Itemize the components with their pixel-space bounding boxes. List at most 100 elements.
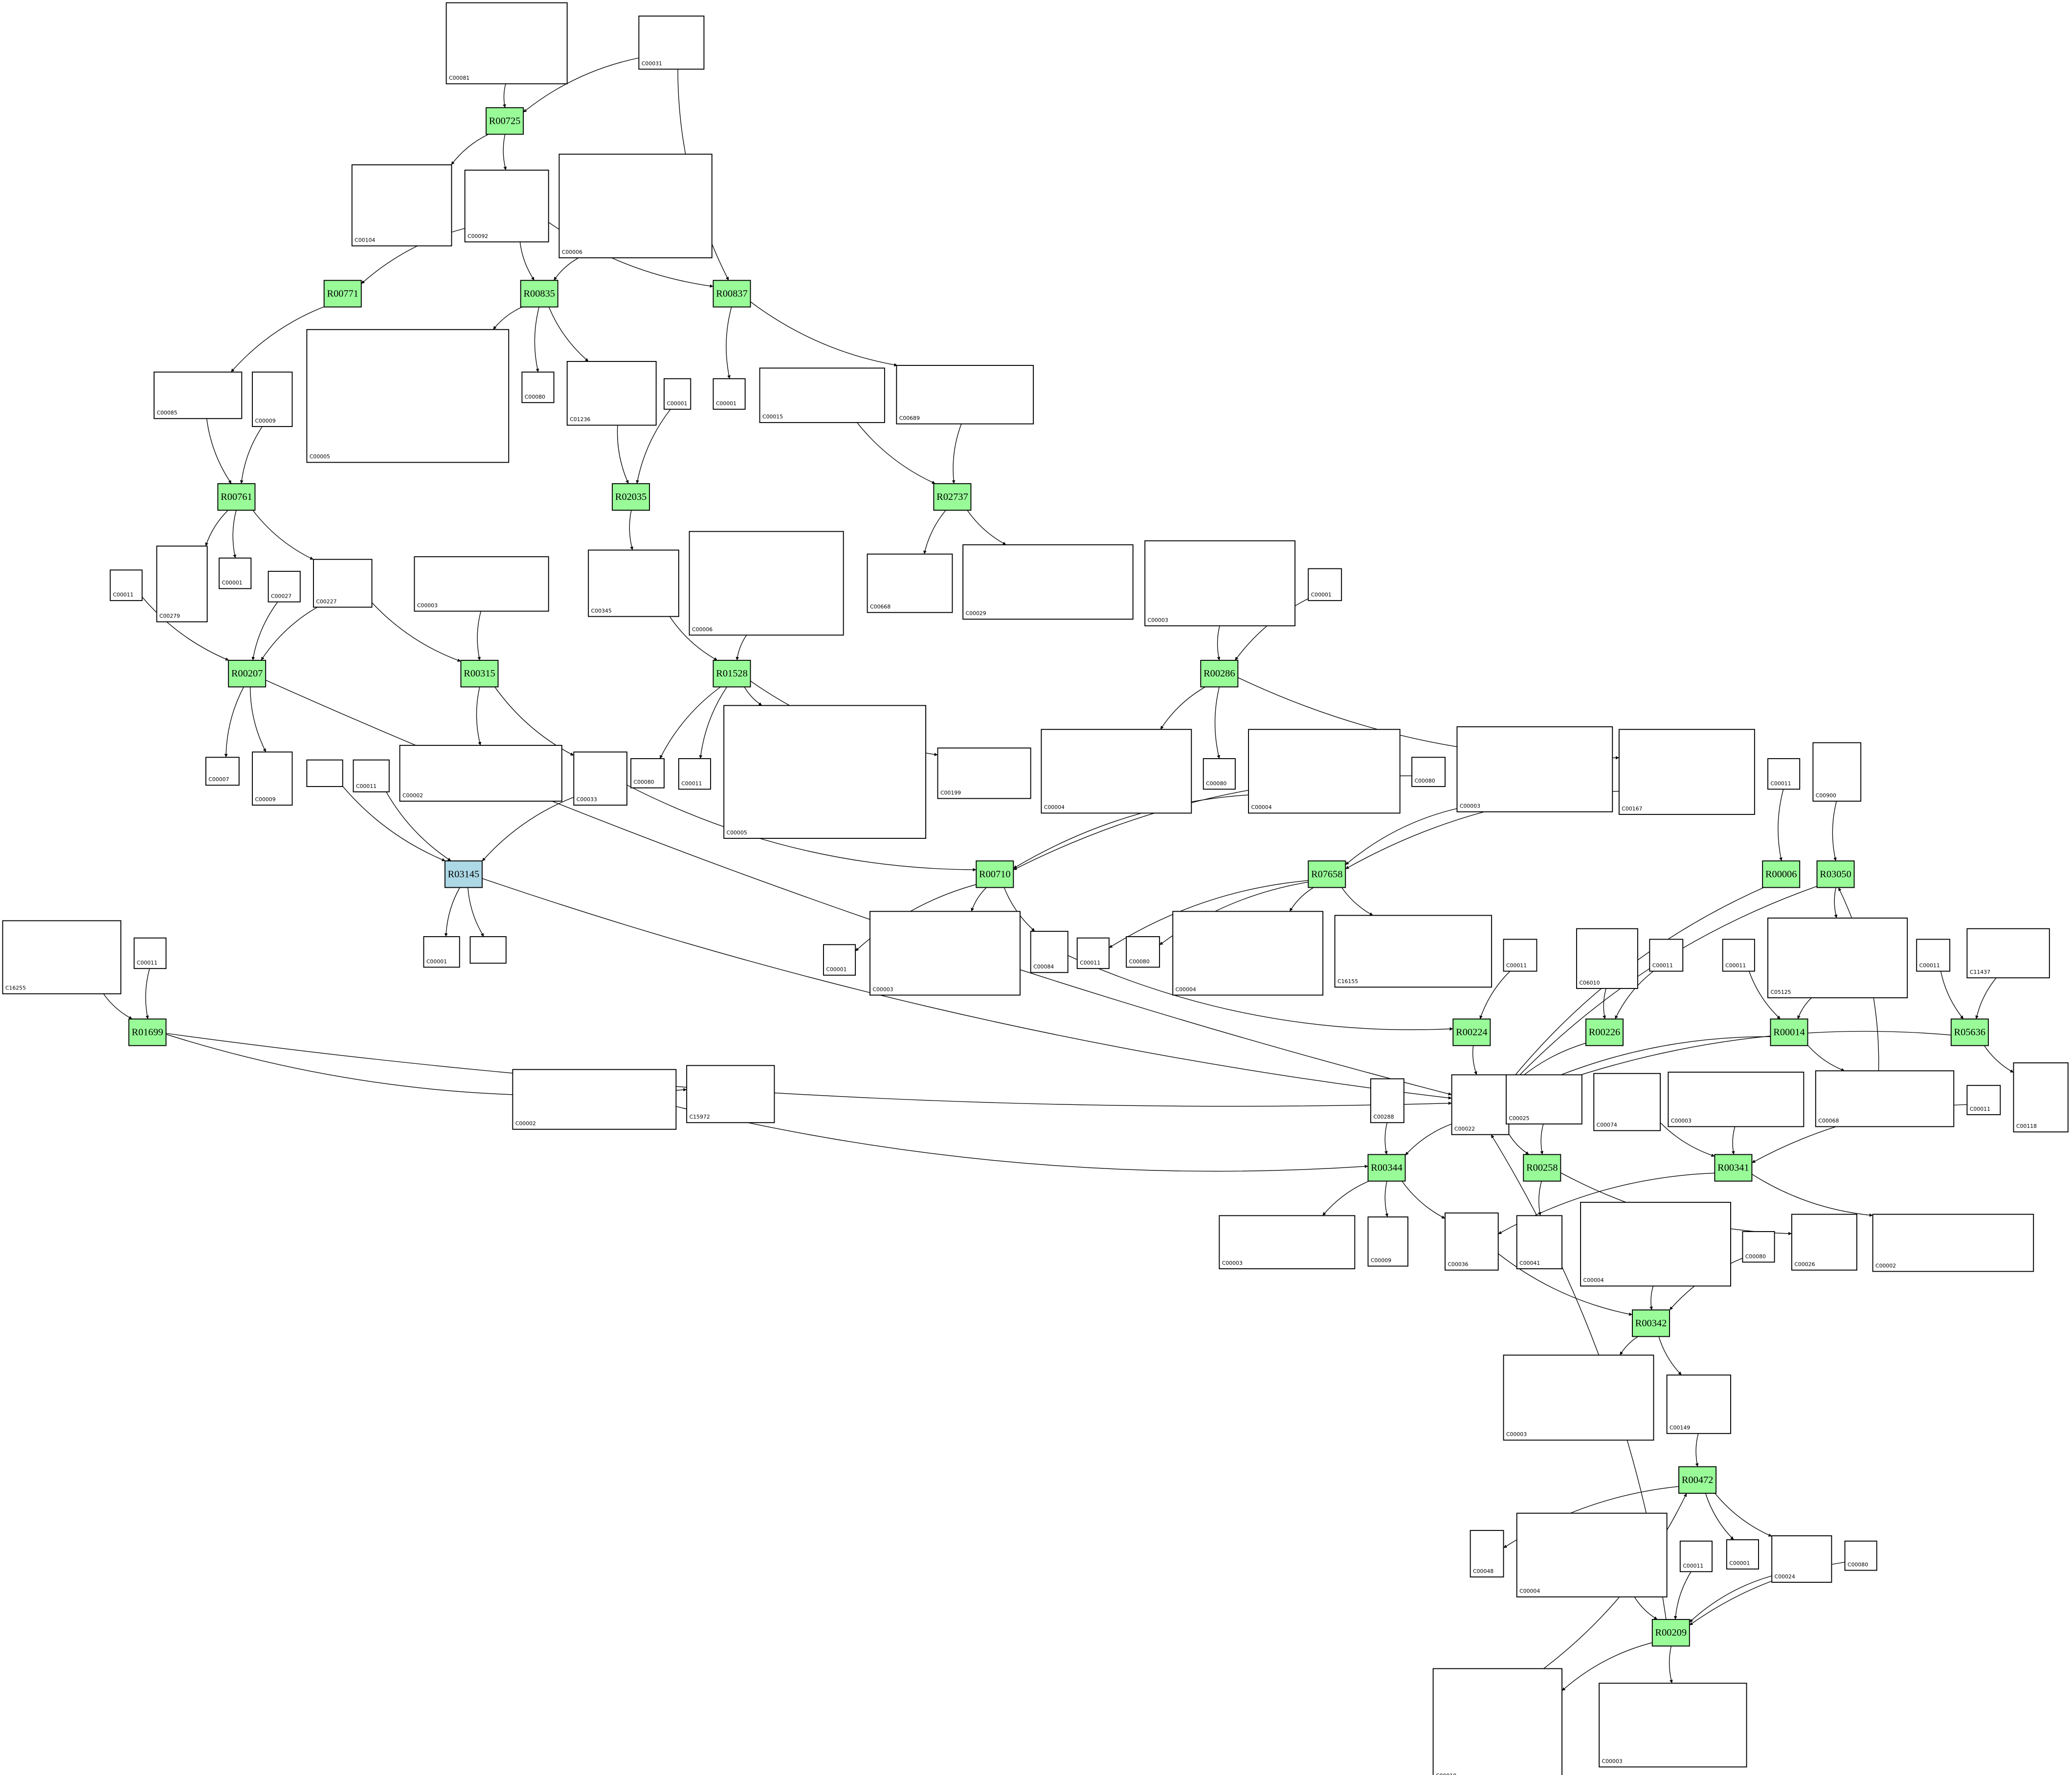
compound-node[interactable]: C00033 (573, 751, 627, 806)
reaction-node[interactable]: R00209 (1651, 1619, 1690, 1647)
compound-node[interactable]: C00048 (1470, 1530, 1504, 1578)
compound-node[interactable]: C00024 (1771, 1535, 1832, 1583)
compound-node[interactable]: C00227 (313, 559, 373, 608)
reaction-node[interactable]: R00224 (1452, 1018, 1491, 1046)
compound-node[interactable]: C00025 (1506, 1074, 1582, 1124)
compound-node[interactable]: C16255 (2, 920, 122, 994)
reaction-node[interactable]: R01699 (128, 1018, 167, 1046)
compound-node[interactable]: C15972 (686, 1065, 775, 1123)
compound-node[interactable]: C00080 (1203, 758, 1236, 790)
compound-node[interactable]: C00011 (134, 937, 167, 969)
reaction-node[interactable]: R00258 (1523, 1154, 1561, 1182)
compound-node[interactable]: C00031 (638, 15, 705, 70)
compound-node[interactable]: C06010 (1576, 928, 1638, 989)
compound-node[interactable]: C00004 (1580, 1202, 1731, 1287)
compound-node[interactable]: C00004 (1248, 729, 1401, 814)
reaction-node[interactable]: R02737 (933, 483, 972, 511)
compound-node[interactable]: C00004 (1041, 729, 1192, 814)
compound-node[interactable]: C00011 (1916, 939, 1951, 972)
compound-node[interactable]: C00003 (1599, 1683, 1747, 1768)
reaction-node[interactable]: R00226 (1585, 1018, 1624, 1046)
compound-node[interactable]: C00279 (156, 545, 208, 623)
compound-node[interactable]: C00689 (896, 365, 1034, 425)
compound-node[interactable]: C00015 (759, 367, 885, 423)
reaction-node[interactable]: R00725 (486, 107, 524, 135)
compound-node[interactable]: C11437 (1966, 928, 2050, 979)
compound-node[interactable]: C00026 (1791, 1213, 1857, 1271)
compound-node[interactable]: C00900 (1812, 742, 1862, 802)
compound-node[interactable]: C00004 (1516, 1512, 1668, 1597)
compound-node[interactable]: C00118 (2013, 1062, 2069, 1133)
compound-node[interactable] (306, 759, 343, 787)
reaction-node[interactable]: R00014 (1770, 1018, 1808, 1046)
reaction-node[interactable]: R01528 (713, 660, 751, 688)
reaction-node[interactable]: R00837 (713, 280, 751, 308)
compound-node[interactable]: C01236 (566, 361, 657, 426)
compound-node[interactable]: C00009 (252, 371, 293, 427)
compound-node[interactable]: C00009 (1367, 1216, 1408, 1267)
compound-node[interactable]: C00003 (1668, 1072, 1805, 1127)
compound-node[interactable]: C00080 (1411, 757, 1446, 787)
compound-node[interactable]: C00080 (521, 371, 555, 404)
compound-node[interactable]: C00003 (1456, 726, 1613, 812)
compound-node[interactable]: C00002 (1872, 1213, 2034, 1272)
reaction-node[interactable]: R03145 (444, 860, 483, 888)
reaction-node[interactable]: R03050 (1816, 860, 1855, 888)
compound-node[interactable]: C00149 (1666, 1374, 1731, 1434)
compound-node[interactable]: C00004 (1172, 911, 1324, 996)
reaction-node[interactable]: R00710 (976, 860, 1014, 888)
compound-node[interactable]: C00006 (689, 531, 844, 636)
reaction-node[interactable]: R02035 (612, 483, 650, 511)
compound-node[interactable]: C00003 (1503, 1354, 1654, 1441)
reaction-node[interactable]: R00286 (1200, 660, 1239, 688)
compound-node[interactable]: C16155 (1334, 915, 1493, 988)
compound-node[interactable]: C00080 (1742, 1231, 1775, 1263)
compound-node[interactable]: C00001 (1726, 1539, 1759, 1570)
compound-node[interactable]: C00199 (937, 747, 1031, 799)
compound-node[interactable]: C00001 (664, 378, 691, 410)
compound-node[interactable]: C00010 (1432, 1668, 1562, 1775)
compound-node[interactable]: C05125 (1767, 918, 1908, 998)
reaction-node[interactable]: R00342 (1632, 1309, 1670, 1337)
compound-node[interactable]: C00068 (1815, 1070, 1955, 1127)
compound-node[interactable]: C00003 (869, 911, 1021, 996)
compound-node[interactable]: C00074 (1593, 1073, 1661, 1131)
reaction-node[interactable]: R00006 (1762, 860, 1801, 888)
compound-node[interactable]: C00001 (823, 944, 856, 976)
compound-node[interactable]: C00022 (1451, 1074, 1510, 1135)
compound-node[interactable]: C00080 (630, 758, 665, 788)
compound-node[interactable]: C00006 (558, 154, 713, 259)
reaction-node[interactable]: R00761 (217, 483, 256, 511)
compound-node[interactable]: C00001 (713, 378, 746, 410)
compound-node[interactable]: C00003 (414, 556, 549, 612)
reaction-node[interactable]: R00207 (228, 660, 267, 688)
compound-node[interactable]: C00011 (678, 758, 712, 790)
compound-node[interactable]: C00081 (446, 2, 568, 85)
compound-node[interactable]: C00027 (267, 571, 301, 603)
compound-node[interactable]: C00080 (1126, 936, 1160, 968)
compound-node[interactable]: C00002 (512, 1069, 677, 1130)
compound-node[interactable]: C00011 (1966, 1085, 2001, 1115)
compound-node[interactable]: C00009 (252, 751, 293, 806)
compound-node[interactable]: C00011 (1767, 758, 1801, 790)
compound-node[interactable]: C00005 (723, 705, 927, 839)
compound-node[interactable]: C00011 (1076, 937, 1110, 969)
compound-node[interactable]: C00011 (353, 759, 390, 792)
compound-node[interactable]: C00005 (306, 329, 510, 463)
compound-node[interactable]: C00345 (588, 549, 679, 617)
compound-node[interactable]: C00003 (1144, 540, 1296, 627)
compound-node[interactable]: C00001 (423, 936, 460, 968)
reaction-node[interactable]: R00472 (1678, 1466, 1717, 1494)
compound-node[interactable]: C00668 (867, 553, 953, 613)
compound-node[interactable]: C00001 (1308, 568, 1342, 601)
compound-node[interactable]: C00011 (1503, 939, 1537, 972)
reaction-node[interactable]: R07658 (1308, 860, 1346, 888)
reaction-node[interactable]: R00344 (1367, 1154, 1406, 1182)
reaction-node[interactable]: R00771 (323, 280, 362, 308)
compound-node[interactable]: C00084 (1030, 931, 1069, 973)
compound-node[interactable]: C00011 (110, 569, 143, 601)
compound-node[interactable]: C00041 (1516, 1215, 1562, 1269)
reaction-node[interactable]: R00835 (520, 280, 558, 308)
compound-node[interactable] (469, 936, 507, 964)
compound-node[interactable]: C00080 (1844, 1540, 1877, 1571)
